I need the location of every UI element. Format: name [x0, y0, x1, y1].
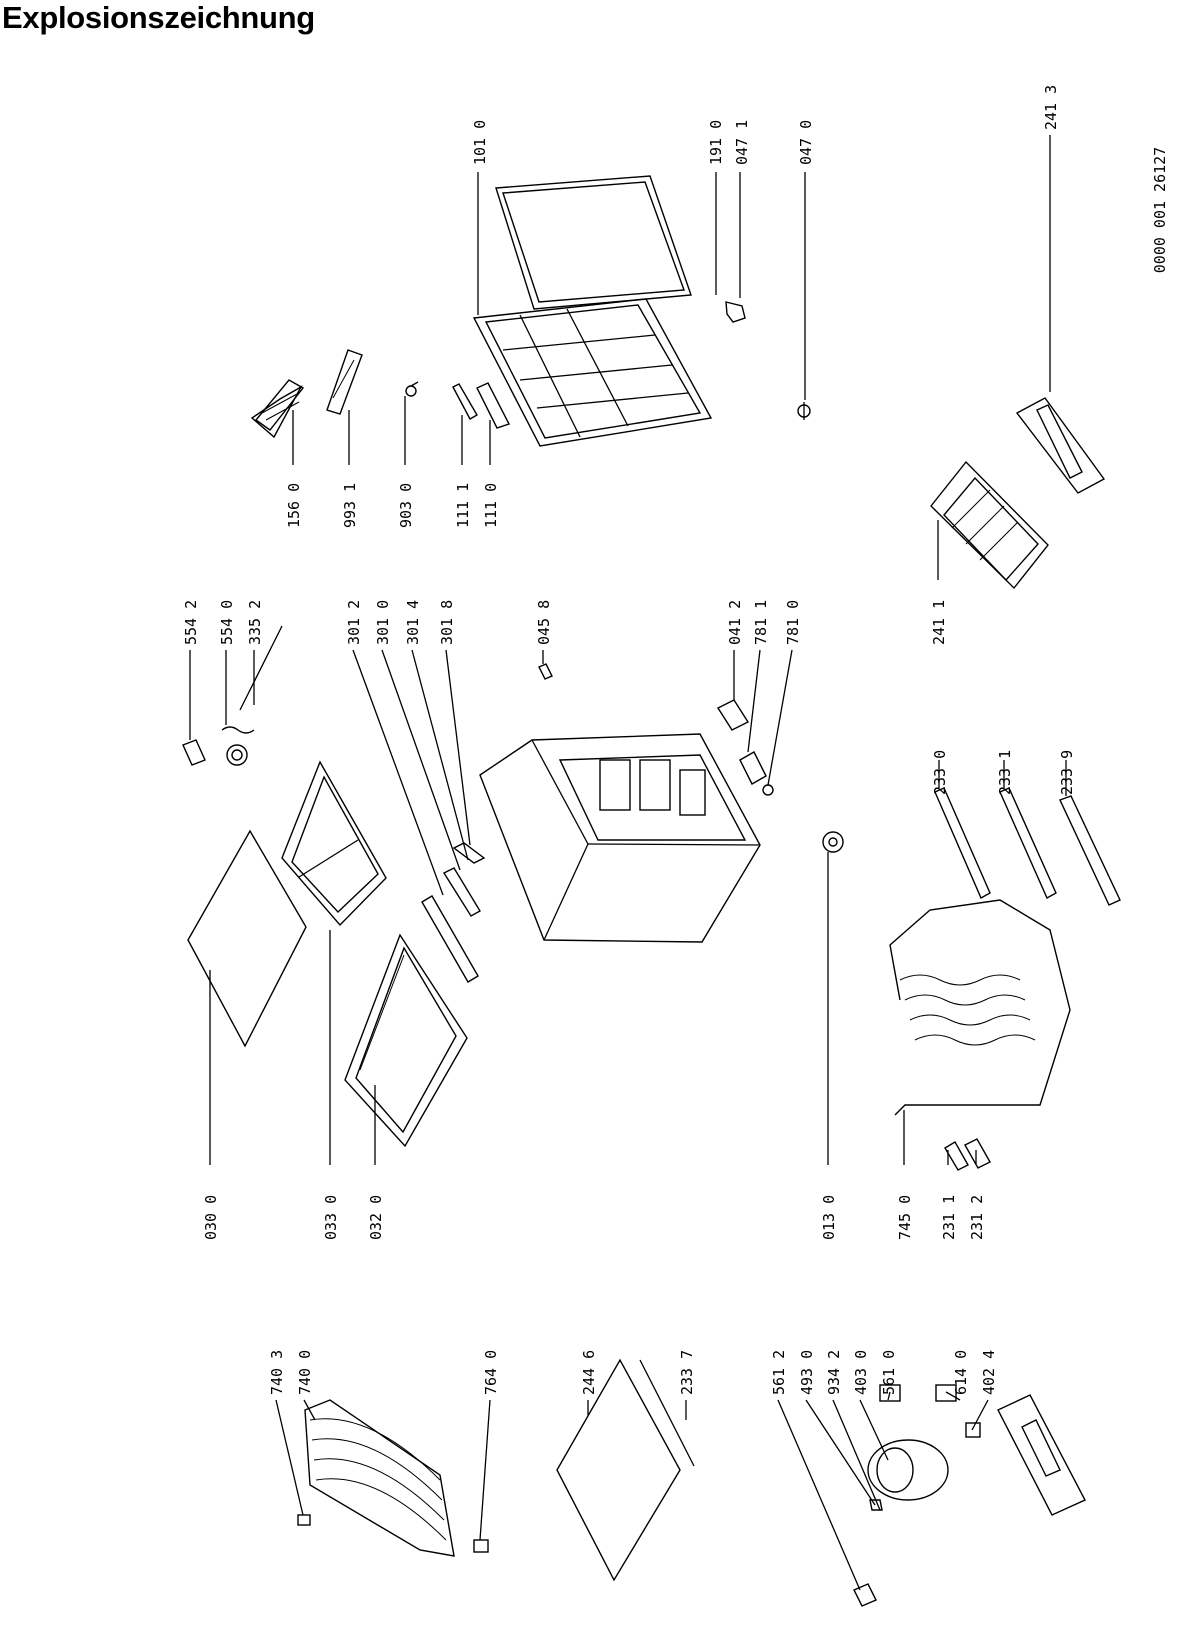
- part-top-plate: [187, 829, 307, 1048]
- part-glass-plate: [556, 1358, 695, 1582]
- part-labels: 101 0 191 0 047 1 047 0 241 3 156 0 993 …: [182, 85, 1076, 1395]
- part-label: 045 8: [535, 600, 553, 645]
- part-label: 764 0: [482, 1350, 500, 1395]
- part-foot: [822, 831, 844, 853]
- page-title: Explosionszeichnung: [2, 0, 315, 35]
- part-label: 614 0: [952, 1350, 970, 1395]
- part-label: 493 0: [798, 1350, 816, 1395]
- part-label: 554 2: [182, 600, 200, 645]
- part-small-bars: [452, 382, 510, 429]
- part-knob-bar: [326, 349, 363, 415]
- part-compressor: [853, 1384, 1086, 1607]
- part-small-knob: [405, 381, 419, 397]
- part-label: 301 8: [438, 600, 456, 645]
- part-label: 013 0: [820, 1195, 838, 1240]
- part-label: 554 0: [218, 600, 236, 645]
- part-evaporator: [889, 899, 1071, 1116]
- part-label: 041 2: [726, 600, 744, 645]
- part-hinge-small: [725, 301, 746, 323]
- part-label: 934 2: [825, 1350, 843, 1395]
- part-label: 233 7: [678, 1350, 696, 1395]
- leader-lines: [189, 135, 1067, 1591]
- part-label: 301 4: [404, 600, 422, 645]
- part-label: 156 0: [285, 483, 303, 528]
- part-label: 233 9: [1058, 750, 1076, 795]
- part-label: 561 2: [770, 1350, 788, 1395]
- part-label: 244 6: [580, 1350, 598, 1395]
- part-label: 301 0: [374, 600, 392, 645]
- part-label: 740 0: [296, 1350, 314, 1395]
- part-basket-handle: [1015, 397, 1106, 494]
- part-label: 745 0: [896, 1195, 914, 1240]
- part-label: 993 1: [341, 483, 359, 528]
- part-label: 740 3: [268, 1350, 286, 1395]
- part-label: 032 0: [367, 1195, 385, 1240]
- part-condenser: [297, 1399, 489, 1557]
- part-lamp-parts: [182, 625, 283, 766]
- part-label: 047 0: [797, 120, 815, 165]
- part-label: 781 1: [752, 600, 770, 645]
- part-label: 047 1: [733, 120, 751, 165]
- part-switch-group: [716, 699, 774, 796]
- part-label: 241 3: [1042, 85, 1060, 130]
- part-label: 903 0: [397, 483, 415, 528]
- part-label: 402 4: [980, 1350, 998, 1395]
- part-cabinet: [479, 733, 761, 943]
- part-shelf-tray: [281, 760, 387, 927]
- part-screw: [797, 402, 811, 420]
- part-label: 561 0: [880, 1350, 898, 1395]
- part-label: 030 0: [202, 1195, 220, 1240]
- part-door-gasket: [495, 175, 692, 310]
- part-label: 233 0: [931, 750, 949, 795]
- part-label: 301 2: [345, 600, 363, 645]
- part-ice-tray: [250, 379, 305, 439]
- part-frame-tray: [344, 933, 468, 1148]
- part-label: 191 0: [707, 120, 725, 165]
- part-pin: [538, 663, 553, 680]
- part-label: 101 0: [471, 120, 489, 165]
- part-label: 111 1: [454, 483, 472, 528]
- part-rails: [934, 787, 1121, 906]
- drawing-number: 0000 001 26127: [1151, 147, 1169, 273]
- part-clips: [944, 1138, 991, 1171]
- part-label: 233 1: [996, 750, 1014, 795]
- part-label: 781 0: [784, 600, 802, 645]
- part-label: 111 0: [482, 483, 500, 528]
- part-label: 241 1: [930, 600, 948, 645]
- part-label: 335 2: [246, 600, 264, 645]
- part-basket: [930, 460, 1049, 590]
- part-label: 231 2: [968, 1195, 986, 1240]
- part-lid-frame: [472, 298, 713, 447]
- part-label: 033 0: [322, 1195, 340, 1240]
- part-label: 403 0: [852, 1350, 870, 1395]
- part-label: 231 1: [940, 1195, 958, 1240]
